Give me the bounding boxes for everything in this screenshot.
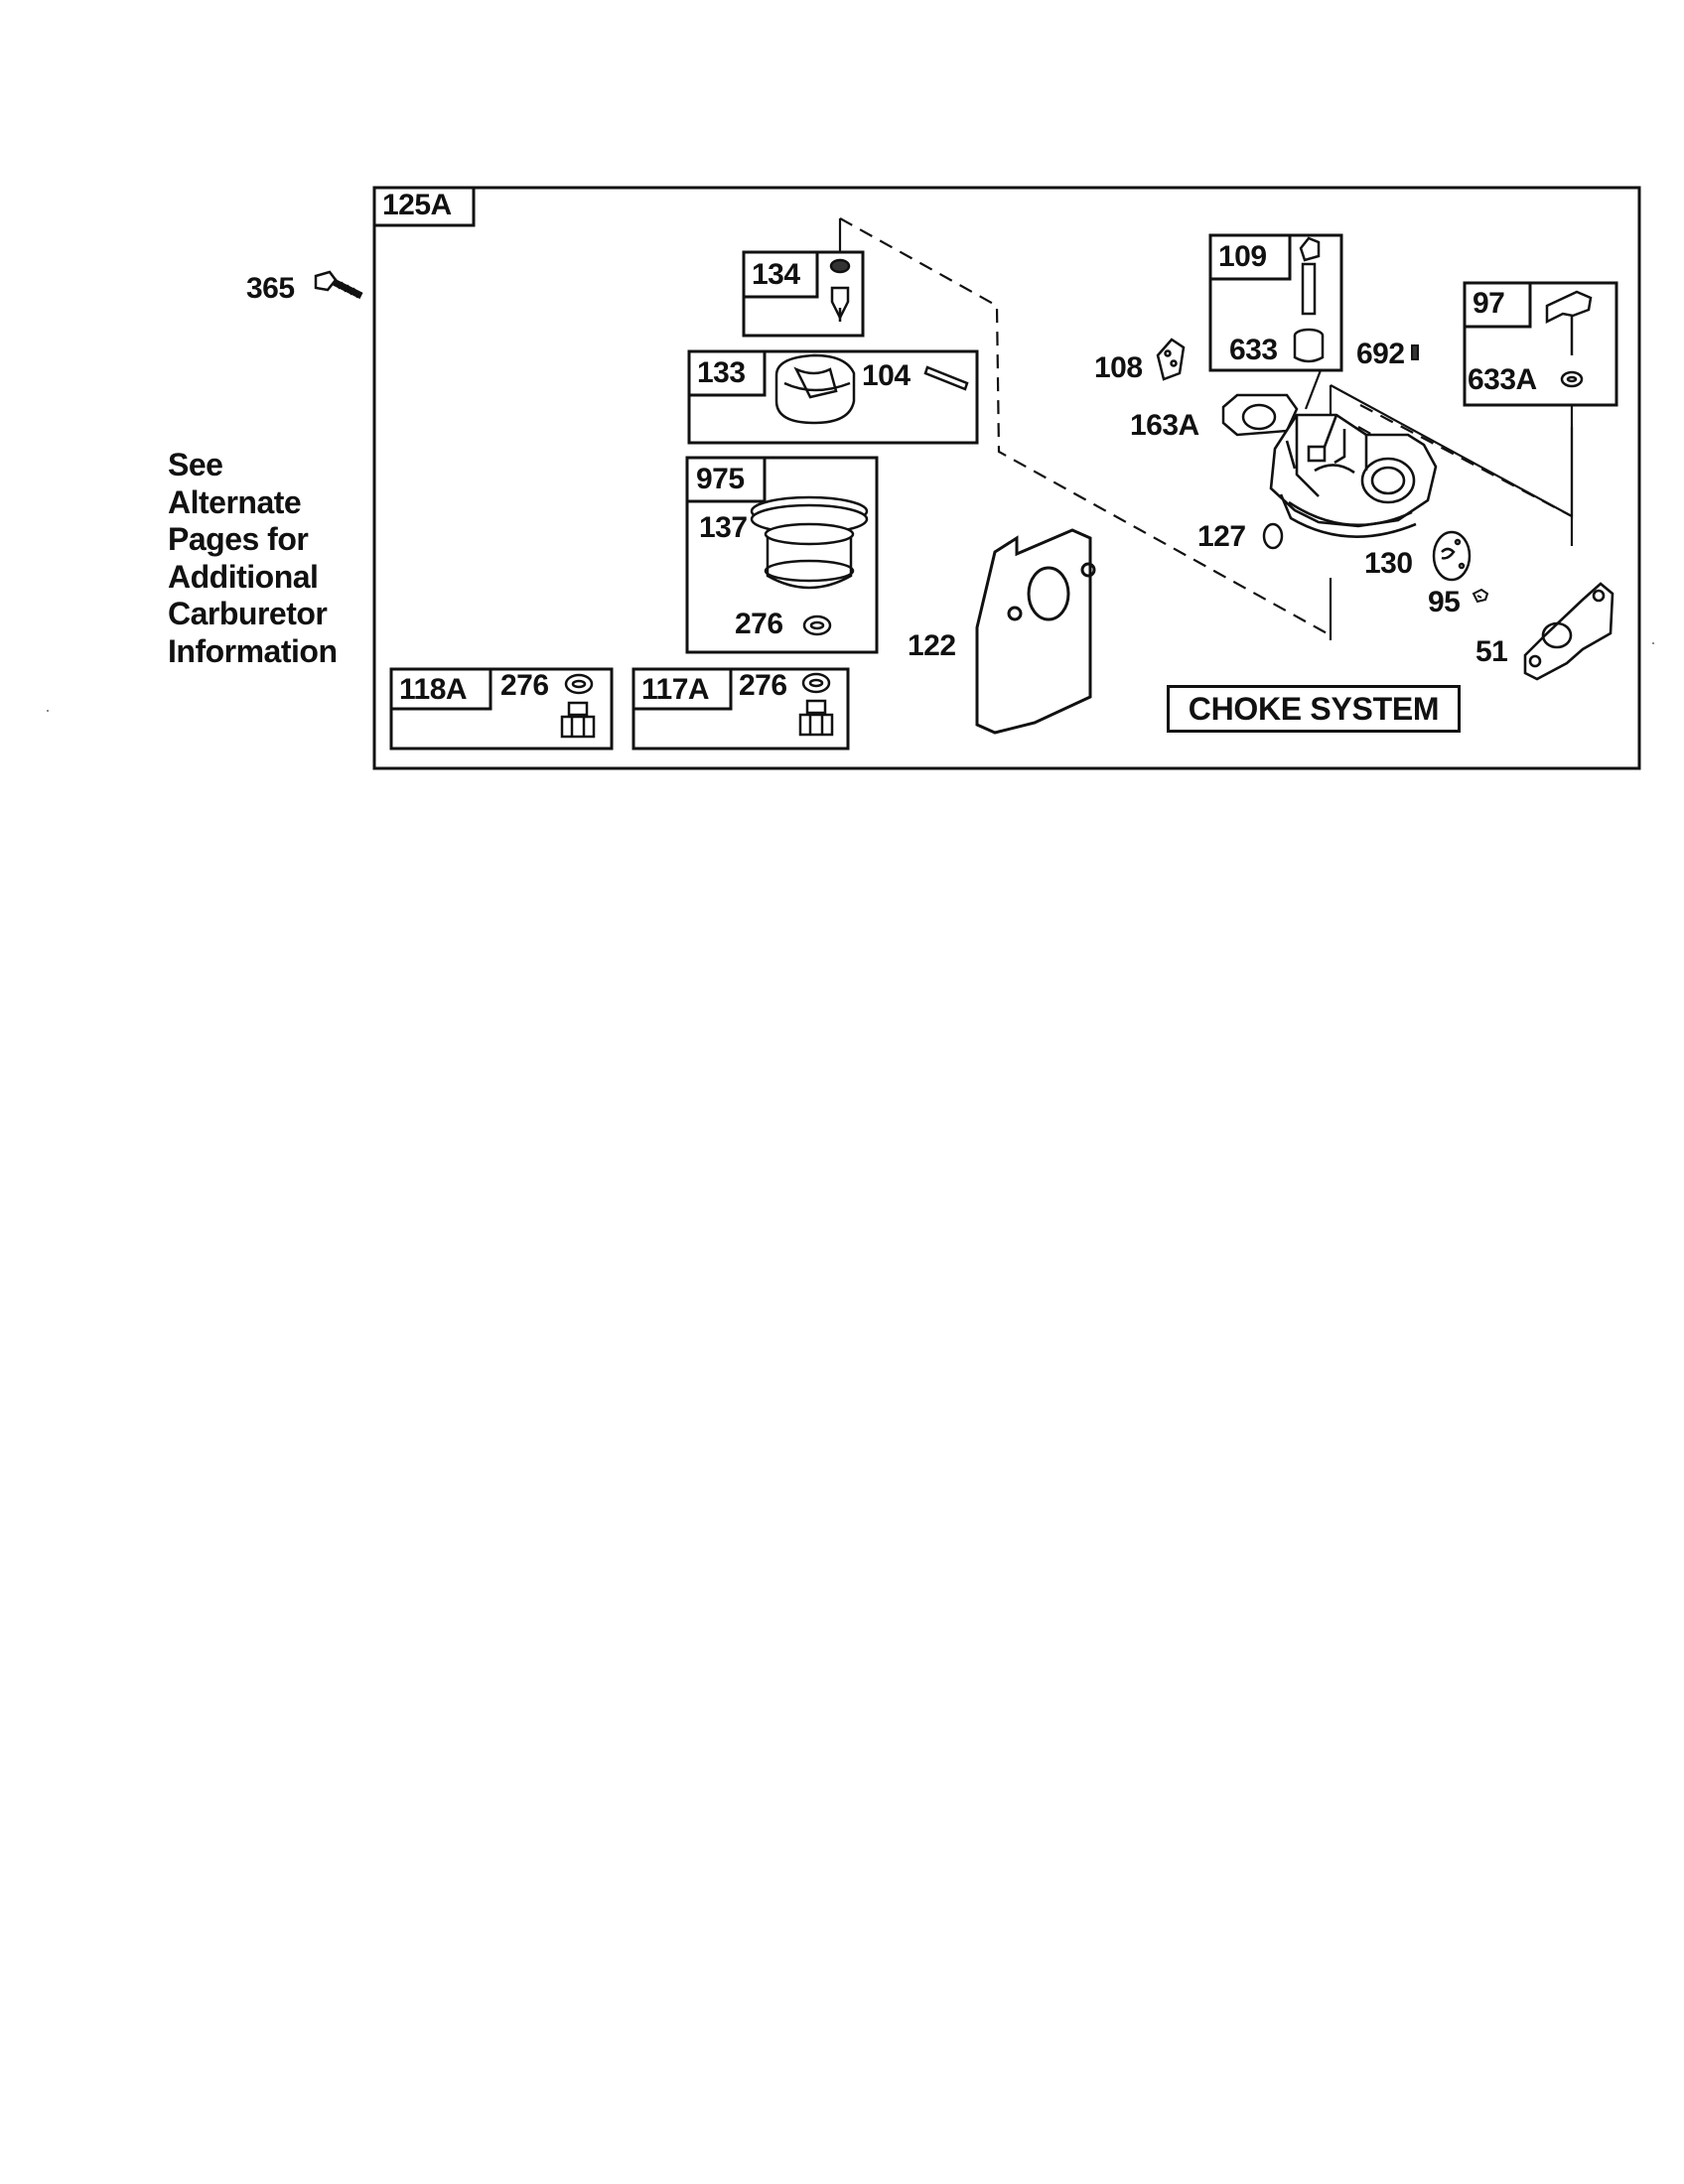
- float-133-icon: [774, 353, 856, 425]
- side-note-line: Information: [168, 632, 338, 669]
- choke-shaft-109-icon: [1299, 236, 1321, 316]
- label-box-109: [1208, 233, 1292, 281]
- part-label-633A: 633A: [1468, 363, 1537, 396]
- part-label-276-117A: 276: [739, 669, 787, 702]
- part-label-104: 104: [862, 359, 911, 392]
- part-label-633: 633: [1229, 334, 1278, 366]
- part-label-365: 365: [246, 272, 295, 305]
- washer-276-a-icon: [802, 614, 832, 636]
- kit-label-975: 975: [696, 463, 745, 495]
- gasket-163A-icon: [1221, 393, 1299, 437]
- main-assembly-frame: [372, 186, 1641, 770]
- dash-leader-right: [1359, 404, 1573, 517]
- kit-label-97: 97: [1473, 287, 1505, 320]
- part-label-108: 108: [1094, 351, 1143, 384]
- kit-label-118A: 118A: [399, 673, 468, 706]
- washer-276-b-icon: [564, 673, 594, 695]
- kit-label-134: 134: [752, 258, 800, 291]
- gasket-51-icon: [1523, 582, 1614, 681]
- side-note-line: Carburetor: [168, 596, 328, 631]
- choke-plate-130-icon: [1432, 530, 1472, 582]
- label-box-134: [742, 250, 819, 299]
- choke-system-label: CHOKE SYSTEM: [1167, 685, 1461, 733]
- kit-box-97: [1463, 281, 1618, 407]
- part-label-122: 122: [908, 629, 956, 662]
- screw-95-icon: [1472, 588, 1489, 604]
- fuel-bowl-137-icon: [750, 495, 869, 590]
- label-box-117A: [632, 667, 733, 711]
- part-label-276-bowl: 276: [735, 608, 783, 640]
- screw-365-icon: [314, 270, 363, 300]
- speck-left: [47, 710, 49, 712]
- bowl-nut-118A-icon: [560, 701, 596, 739]
- label-box-118A: [389, 667, 492, 711]
- side-note-line: Pages for: [168, 521, 309, 557]
- kit-label-133: 133: [697, 356, 746, 389]
- part-label-95: 95: [1428, 586, 1461, 618]
- kit-box-975: [685, 456, 879, 654]
- label-box-97: [1463, 281, 1532, 329]
- gasket-108-icon: [1156, 338, 1186, 381]
- leader-109-down: [1304, 369, 1323, 410]
- speck-right: [1652, 642, 1654, 644]
- label-box-975: [685, 456, 767, 503]
- throttle-shaft-97-icon: [1545, 290, 1593, 355]
- carburetor-body-icon: [1269, 413, 1438, 538]
- pin-104-icon: [923, 365, 969, 391]
- kit-label-109: 109: [1218, 240, 1267, 273]
- dash-leader-692: [1357, 426, 1431, 468]
- side-note-line: Additional: [168, 558, 319, 595]
- insulator-122-icon: [975, 528, 1096, 735]
- label-box-125A: [372, 186, 476, 227]
- side-note-line: See: [168, 447, 223, 482]
- side-note: See Alternate Pages for Additional Carbu…: [168, 447, 338, 670]
- kit-label-117A: 117A: [641, 673, 710, 706]
- seal-633A-icon: [1560, 370, 1584, 388]
- o-ring-127-icon: [1262, 522, 1284, 550]
- part-label-51: 51: [1475, 635, 1508, 668]
- side-note-line: Alternate: [168, 483, 302, 520]
- washer-276-c-icon: [801, 672, 831, 694]
- needle-valve-134-icon: [829, 258, 851, 322]
- bowl-nut-117A-icon: [798, 699, 834, 737]
- part-label-127: 127: [1197, 520, 1246, 553]
- label-box-133: [687, 349, 767, 397]
- dash-leader-left: [839, 217, 1332, 636]
- part-label-692: 692: [1356, 338, 1405, 370]
- kit-label-125A: 125A: [382, 189, 452, 221]
- part-label-163A: 163A: [1130, 409, 1199, 442]
- part-label-130: 130: [1364, 547, 1413, 580]
- part-label-137: 137: [699, 511, 748, 544]
- part-label-276-118A: 276: [500, 669, 549, 702]
- spring-692-icon: [1411, 344, 1419, 360]
- seal-633-icon: [1293, 328, 1325, 363]
- kit-box-133: [687, 349, 979, 445]
